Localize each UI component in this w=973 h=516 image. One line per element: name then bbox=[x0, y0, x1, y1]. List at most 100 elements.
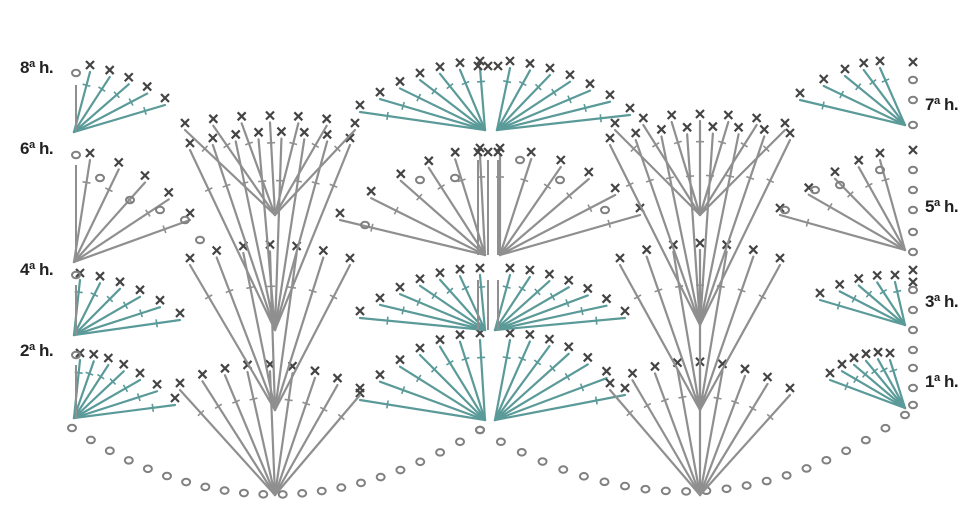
stitch-bar bbox=[503, 81, 511, 83]
stitch-bar bbox=[806, 219, 808, 227]
single-crochet bbox=[186, 254, 194, 262]
stitch-bar bbox=[156, 319, 157, 327]
stitch-bar bbox=[666, 177, 674, 179]
stitch-bar bbox=[726, 175, 734, 177]
single-crochet bbox=[909, 146, 917, 154]
single-crochet bbox=[484, 148, 492, 156]
single-crochet bbox=[831, 168, 839, 176]
single-crochet bbox=[657, 125, 665, 133]
single-crochet bbox=[651, 362, 659, 370]
single-crochet bbox=[213, 247, 221, 255]
single-crochet bbox=[546, 64, 554, 72]
chain-stitch bbox=[72, 70, 80, 77]
single-crochet bbox=[735, 123, 743, 131]
single-crochet bbox=[176, 309, 184, 317]
single-crochet bbox=[356, 384, 364, 392]
treble-stitch bbox=[275, 130, 355, 215]
single-crochet bbox=[526, 331, 534, 339]
stitch-bar bbox=[246, 287, 254, 289]
chain-stitch bbox=[909, 167, 917, 174]
treble-stitch bbox=[217, 258, 275, 411]
single-crochet bbox=[476, 264, 484, 272]
single-crochet bbox=[376, 88, 384, 96]
stitch-bar bbox=[503, 357, 511, 358]
single-crochet bbox=[356, 101, 364, 109]
single-crochet bbox=[585, 168, 593, 176]
chain-stitch bbox=[163, 473, 171, 480]
chain-stitch bbox=[196, 237, 204, 244]
single-crochet bbox=[565, 276, 573, 284]
single-crochet bbox=[156, 296, 164, 304]
single-crochet bbox=[186, 139, 194, 147]
single-crochet bbox=[96, 272, 104, 280]
treble-stitch bbox=[700, 395, 790, 495]
single-crochet bbox=[506, 57, 514, 65]
stitch-bar bbox=[387, 400, 388, 408]
chain-stitch bbox=[556, 177, 564, 184]
stitch-bar bbox=[608, 220, 610, 228]
chain-stitch bbox=[539, 458, 547, 465]
single-crochet bbox=[786, 384, 794, 392]
chain-stitch bbox=[723, 485, 731, 492]
single-crochet bbox=[909, 58, 917, 66]
treble-stitch bbox=[647, 257, 700, 410]
row-label-4: 4ª h. bbox=[20, 260, 53, 280]
chain-stitch bbox=[96, 175, 104, 182]
single-crochet bbox=[886, 349, 894, 357]
single-crochet bbox=[611, 119, 619, 127]
treble-stitch bbox=[180, 390, 275, 495]
chain-stitch bbox=[621, 483, 629, 490]
single-crochet bbox=[836, 280, 844, 288]
treble-stitch bbox=[74, 405, 175, 418]
chain-stitch bbox=[909, 207, 917, 214]
stitch-bar bbox=[882, 179, 890, 181]
single-crochet bbox=[753, 114, 761, 122]
single-crochet bbox=[606, 91, 614, 99]
stitch-bar bbox=[674, 141, 682, 143]
single-crochet bbox=[565, 343, 573, 351]
chain-stitch bbox=[682, 488, 690, 495]
single-crochet bbox=[586, 80, 594, 88]
single-crochet bbox=[741, 365, 749, 373]
treble-stitch bbox=[610, 390, 700, 495]
single-crochet bbox=[104, 354, 112, 362]
single-crochet bbox=[855, 275, 863, 283]
stitch-bar bbox=[503, 286, 511, 288]
stitch-bar bbox=[312, 182, 320, 184]
single-crochet bbox=[527, 148, 535, 156]
stitch-bar bbox=[838, 302, 840, 310]
chain-stitch bbox=[909, 327, 917, 334]
single-crochet bbox=[760, 125, 768, 133]
chain-stitch bbox=[580, 473, 588, 480]
single-crochet bbox=[724, 111, 732, 119]
stitch-bar bbox=[596, 397, 598, 405]
single-crochet bbox=[606, 134, 614, 142]
chain-stitch bbox=[279, 491, 287, 498]
single-crochet bbox=[611, 184, 619, 192]
row-label-3: 3ª h. bbox=[925, 292, 958, 312]
chain-stitch bbox=[909, 347, 917, 354]
row-label-5: 5ª h. bbox=[925, 197, 958, 217]
single-crochet bbox=[277, 128, 285, 136]
single-crochet bbox=[683, 123, 691, 131]
chain-stitch bbox=[201, 484, 209, 491]
chain-stitch bbox=[221, 487, 229, 494]
single-crochet bbox=[820, 75, 828, 83]
single-crochet bbox=[873, 271, 881, 279]
chain-stitch bbox=[68, 425, 76, 432]
single-crochet bbox=[356, 307, 364, 315]
chain-stitch bbox=[416, 458, 424, 465]
single-crochet bbox=[396, 77, 404, 85]
stitch-bar bbox=[152, 404, 153, 412]
single-crochet bbox=[632, 129, 640, 137]
single-crochet bbox=[120, 360, 128, 368]
single-crochet bbox=[209, 115, 217, 123]
single-crochet bbox=[749, 246, 757, 254]
single-crochet bbox=[266, 112, 274, 120]
stitch-bar bbox=[600, 114, 601, 122]
single-crochet bbox=[456, 331, 464, 339]
chain-stitch bbox=[803, 465, 811, 472]
chain-stitch bbox=[451, 175, 459, 182]
single-crochet bbox=[876, 149, 884, 157]
single-crochet bbox=[709, 123, 717, 131]
